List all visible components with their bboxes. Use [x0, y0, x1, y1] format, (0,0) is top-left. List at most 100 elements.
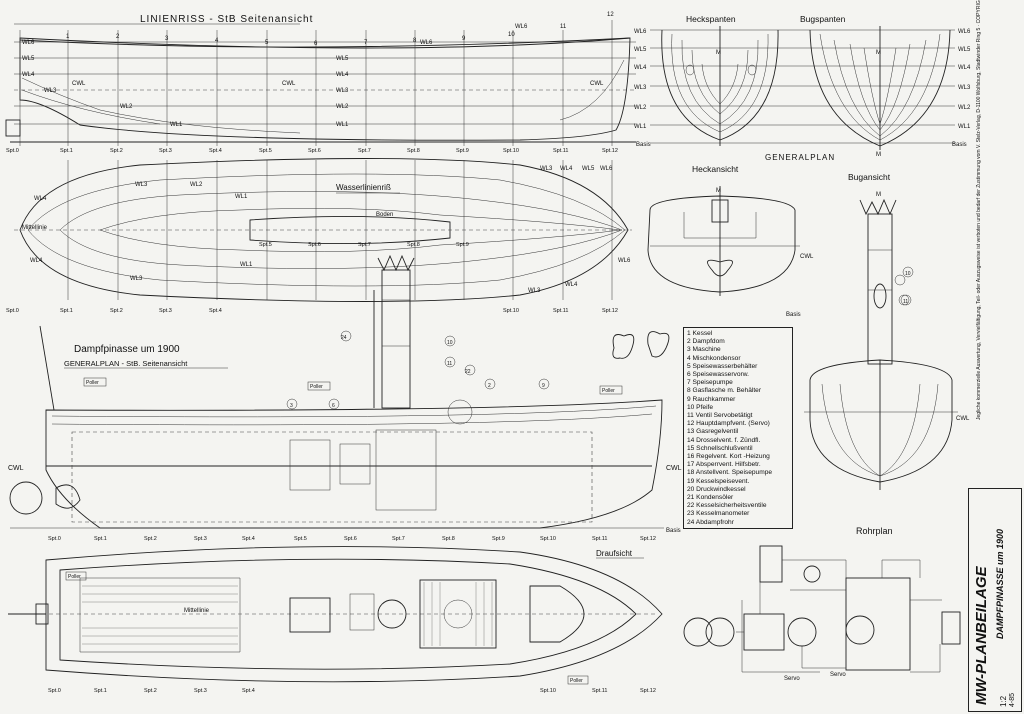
cwl-label: CWL [800, 254, 814, 260]
wl-label: WL2 [958, 105, 971, 111]
wl-label: WL4 [30, 258, 43, 264]
basis-label: Basis [952, 142, 967, 148]
wl-label: WL3 [336, 88, 349, 94]
midline-label: Mittellinie [22, 225, 48, 231]
svg-text:11: 11 [903, 299, 908, 305]
frame-label: Spt.8 [407, 148, 420, 154]
frame-number: 5 [265, 40, 269, 46]
legend-item: 19 Kesselspeisevent. [687, 477, 750, 485]
legend-item: 18 Anstellvent. Speisepumpe [687, 469, 773, 477]
frame-label: Spt.7 [358, 148, 371, 154]
frame-label: Spt.1 [60, 148, 73, 154]
legend-item: 2 Dampfdom [687, 338, 725, 346]
frame-label: Spt.4 [209, 148, 222, 154]
wl-label: WL1 [634, 124, 647, 130]
body-plan: Heckspanten Bugspanten WL6 WL5 WL4 WL3 W… [634, 14, 971, 162]
wl-label: WL1 [240, 262, 253, 268]
frame-label: Spt.8 [442, 536, 455, 542]
frame-label: Spt.0 [48, 688, 61, 694]
frame-label: Spt.10 [540, 536, 556, 542]
frame-label: Spt.12 [640, 688, 656, 694]
wl-label: WL3 [634, 85, 647, 91]
wl-label: WL2 [190, 182, 203, 188]
basis-label: Basis [666, 528, 681, 534]
svg-text:10: 10 [447, 340, 453, 346]
legend-item: 7 Speisepumpe [687, 379, 733, 387]
piping-title: Rohrplan [856, 526, 893, 536]
waterline-plan-title: Wasserlinienriß [336, 183, 391, 192]
bollard-label: Poller [68, 574, 81, 580]
frame-number: 1 [66, 34, 70, 40]
wl-label: WL3 [130, 276, 143, 282]
frame-label: Spt.5 [259, 148, 272, 154]
title-block: MW-PLANBEILAGE DAMPFPINASSE um 1900 1:2 … [968, 488, 1022, 712]
legend-item: 5 Speisewasserbehälter [687, 362, 758, 370]
legend-item: 21 Kondensöler [687, 494, 734, 501]
wl-label: WL4 [34, 196, 47, 202]
frame-label: Spt.3 [159, 308, 172, 314]
frame-label: Spt.2 [110, 308, 123, 314]
cwl-label: CWL [666, 465, 682, 472]
frame-label: Spt.0 [6, 148, 19, 154]
legend-item: 3 Maschine [687, 346, 721, 354]
boat-title: Dampfpinasse um 1900 [74, 344, 180, 355]
wl-label: WL6 [515, 24, 528, 30]
frame-label: Spt.9 [456, 242, 469, 248]
title-brand: MW-PLANBEILAGE [973, 566, 990, 705]
frame-label: Spt.4 [242, 688, 255, 694]
frame-number: 7 [364, 40, 368, 46]
frame-label: Spt.10 [503, 308, 519, 314]
stern-view-title: Heckansicht [692, 164, 739, 174]
lines-side-title: LINIENRISS - StB Seitenansicht [140, 14, 313, 25]
bollard-label: Poller [602, 388, 615, 394]
midline-mark: M [716, 188, 721, 194]
legend-item: 8 Gasflasche m. Behälter [687, 387, 762, 395]
frame-label: Spt.11 [553, 148, 569, 154]
wl-label: WL4 [565, 282, 578, 288]
frame-label: Spt.2 [144, 536, 157, 542]
cwl-label: CWL [956, 416, 970, 422]
svg-text:22: 22 [465, 369, 471, 375]
legend-item: 17 Absperrvent. Hilfsbetr. [687, 461, 761, 469]
wl-label: WL1 [958, 124, 971, 130]
floor-label: Boden [376, 212, 393, 218]
top-view-title: Draufsicht [596, 549, 633, 558]
frame-label: Spt.12 [602, 148, 618, 154]
wl-label: WL4 [336, 72, 349, 78]
frame-number: 4 [215, 38, 219, 44]
servo-label: Servo [830, 672, 846, 678]
wl-label: WL6 [22, 40, 35, 46]
frame-label: Spt.7 [358, 242, 371, 248]
svg-text:24: 24 [341, 335, 347, 341]
bow-view: Bugansicht CWL M 10 11 [804, 172, 970, 490]
frame-label: Spt.7 [392, 536, 405, 542]
midline-mark: M [876, 152, 881, 158]
wl-label: WL4 [560, 166, 573, 172]
wl-label: WL3 [44, 88, 57, 94]
wl-label: WL6 [958, 29, 971, 35]
frame-label: Spt.9 [456, 148, 469, 154]
cwl-label: CWL [8, 465, 24, 472]
legend-item: 6 Speisewasservorw. [687, 371, 749, 378]
legend-item: 15 Schnellschlußventil [687, 444, 753, 452]
basis-label: Basis [636, 142, 651, 148]
frame-label: Spt.6 [308, 148, 321, 154]
frame-label: Spt.2 [144, 688, 157, 694]
frame-label: Spt.3 [194, 536, 207, 542]
title-scale: 1:2 [999, 695, 1008, 707]
legend-item: 9 Rauchkammer [687, 395, 736, 403]
legend-item: 24 Abdampfrohr [687, 518, 734, 526]
legend-item: 14 Drosselvent. f. Zündfl. [687, 436, 761, 444]
midline-mark: M [716, 50, 721, 56]
lines-side-view: LINIENRISS - StB Seitenansicht WL6 [5, 12, 636, 154]
wl-label: WL2 [634, 105, 647, 111]
frame-number: 12 [607, 12, 614, 18]
frame-number: 3 [165, 36, 169, 42]
wl-label: WL4 [22, 72, 35, 78]
stern-view: Heckansicht CWL M Basis [612, 164, 814, 359]
frame-label: Spt.0 [6, 308, 19, 314]
wl-label: WL6 [420, 40, 433, 46]
frame-number: 9 [462, 36, 466, 42]
wl-label: WL5 [22, 56, 35, 62]
